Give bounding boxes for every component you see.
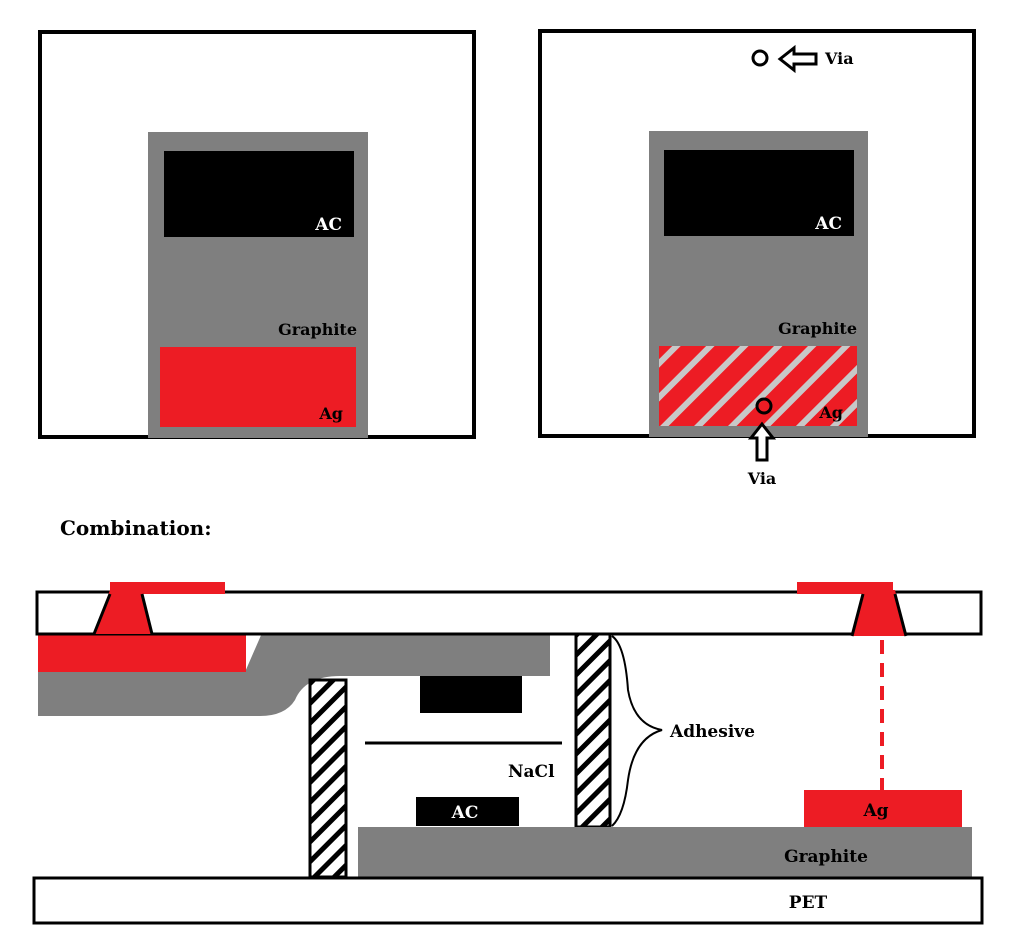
- combination-heading: Combination:: [60, 516, 212, 540]
- bottom-graphite-label: Graphite: [784, 847, 868, 867]
- left-ac-label: AC: [314, 215, 342, 235]
- adhesive-bracket: [611, 635, 663, 827]
- lower-ac-label: AC: [451, 803, 479, 823]
- right-ac-electrode: [664, 150, 854, 236]
- right-via-plug: [852, 590, 906, 636]
- top-graphite-layer: [38, 633, 550, 716]
- left-spacer: [308, 678, 348, 879]
- combination-cross-section: NaCl AC Adhesive Graphite Ag PET: [32, 582, 984, 925]
- via-bottom-label: Via: [747, 469, 777, 488]
- right-ag-hatched-layer: [659, 346, 857, 426]
- bottom-graphite-layer: [358, 827, 972, 877]
- bottom-ag-layer: [804, 790, 962, 827]
- top-pet-sheet: [35, 590, 983, 636]
- via-bottom-icon: [755, 397, 773, 415]
- right-via-wall: [850, 593, 908, 637]
- via-top-icon: [751, 49, 769, 67]
- right-ag-label: Ag: [818, 403, 843, 422]
- arrow-left-icon: [777, 44, 818, 74]
- via-top-label: Via: [824, 49, 854, 68]
- left-panel: AC Graphite Ag: [38, 30, 476, 439]
- right-ac-label: AC: [814, 214, 842, 234]
- left-graphite-label: Graphite: [278, 320, 357, 339]
- pet-label: PET: [789, 893, 828, 913]
- lower-ac-electrode: [416, 797, 519, 826]
- top-ag-layer: [38, 633, 246, 672]
- right-panel: Via AC Graphite Ag Via: [538, 29, 976, 488]
- left-via-wall: [92, 593, 154, 635]
- nacl-label: NaCl: [508, 762, 555, 782]
- adhesive-label: Adhesive: [669, 722, 755, 742]
- bottom-pet-sheet: [32, 876, 984, 925]
- left-ag-label: Ag: [318, 404, 343, 423]
- bottom-ag-label: Ag: [862, 801, 888, 821]
- right-spacer: [574, 632, 612, 829]
- upper-ac-electrode: [420, 676, 522, 713]
- left-ag-layer: [160, 347, 356, 427]
- left-ac-electrode: [164, 151, 354, 237]
- right-graphite-label: Graphite: [778, 319, 857, 338]
- arrow-up-icon: [747, 421, 777, 462]
